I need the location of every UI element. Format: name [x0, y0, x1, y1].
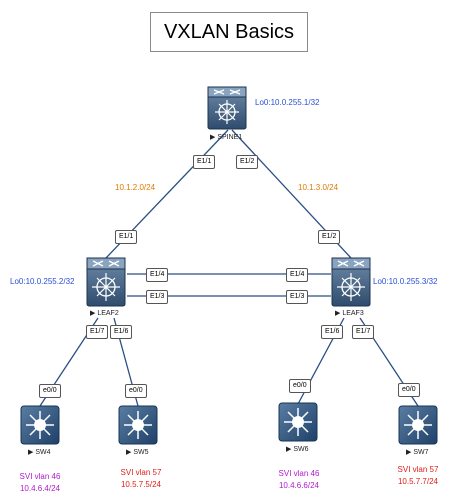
- port-sw7-e0-0: e0/0: [398, 383, 420, 397]
- sw6-svi-vlan: SVI vlan 46: [278, 469, 320, 478]
- sw6-svi: SVI vlan 46 10.4.6.6/24: [259, 468, 339, 492]
- spine1-loopback: Lo0:10.0.255.1/32: [255, 98, 320, 107]
- sw4-device[interactable]: [20, 405, 60, 445]
- leaf2-name: ▶ LEAF2: [90, 310, 119, 317]
- subnet-spine-leaf3: 10.1.3.0/24: [298, 183, 339, 192]
- sw5-svi: SVI vlan 57 10.5.7.5/24: [101, 467, 181, 491]
- port-leaf2-e1-1: E1/1: [115, 230, 138, 244]
- port-leaf2-e1-6: E1/6: [110, 325, 133, 339]
- leaf3-name: ▶ LEAF3: [335, 310, 364, 317]
- sw6-svi-ip: 10.4.6.6/24: [278, 481, 320, 490]
- port-sw4-e0-0: e0/0: [39, 384, 61, 398]
- leaf3-loopback: Lo0:10.0.255.3/32: [373, 277, 438, 286]
- sw4-svi-ip: 10.4.6.4/24: [19, 484, 61, 493]
- sw6-device[interactable]: [278, 402, 318, 442]
- port-leaf3-e1-3: E1/3: [286, 290, 309, 304]
- sw7-svi-vlan: SVI vlan 57: [397, 465, 439, 474]
- sw7-svi: SVI vlan 57 10.5.7.7/24: [378, 464, 458, 488]
- diagram-title: VXLAN Basics: [150, 12, 308, 52]
- port-sw5-e0-0: e0/0: [125, 384, 147, 398]
- port-sw6-e0-0: e0/0: [289, 379, 311, 393]
- spine1-device[interactable]: [207, 86, 247, 130]
- sw6-name: ▶ SW6: [286, 446, 309, 453]
- port-leaf2-e1-3: E1/3: [146, 290, 169, 304]
- sw7-device[interactable]: [398, 405, 438, 445]
- port-leaf3-e1-2: E1/2: [318, 230, 341, 244]
- port-leaf3-e1-6: E1/6: [321, 325, 344, 339]
- port-leaf3-e1-7: E1/7: [352, 325, 375, 339]
- port-spine-e1-2: E1/2: [236, 155, 259, 169]
- sw7-name: ▶ SW7: [406, 449, 429, 456]
- sw4-svi: SVI vlan 46 10.4.6.4/24: [0, 471, 80, 495]
- sw4-svi-vlan: SVI vlan 46: [19, 472, 61, 481]
- subnet-spine-leaf2: 10.1.2.0/24: [115, 183, 156, 192]
- leaf3-device[interactable]: [331, 257, 371, 307]
- port-leaf3-e1-4: E1/4: [286, 268, 309, 282]
- sw5-svi-ip: 10.5.7.5/24: [120, 480, 162, 489]
- sw4-name: ▶ SW4: [28, 449, 51, 456]
- sw5-svi-vlan: SVI vlan 57: [120, 468, 162, 477]
- port-leaf2-e1-7: E1/7: [86, 325, 109, 339]
- sw7-svi-ip: 10.5.7.7/24: [397, 477, 439, 486]
- leaf2-loopback: Lo0:10.0.255.2/32: [10, 277, 75, 286]
- spine1-name: ▶ SPINE1: [210, 134, 243, 141]
- port-leaf2-e1-4: E1/4: [146, 268, 169, 282]
- sw5-device[interactable]: [118, 405, 158, 445]
- leaf2-device[interactable]: [86, 257, 126, 307]
- sw5-name: ▶ SW5: [126, 449, 149, 456]
- port-spine-e1-1: E1/1: [193, 155, 216, 169]
